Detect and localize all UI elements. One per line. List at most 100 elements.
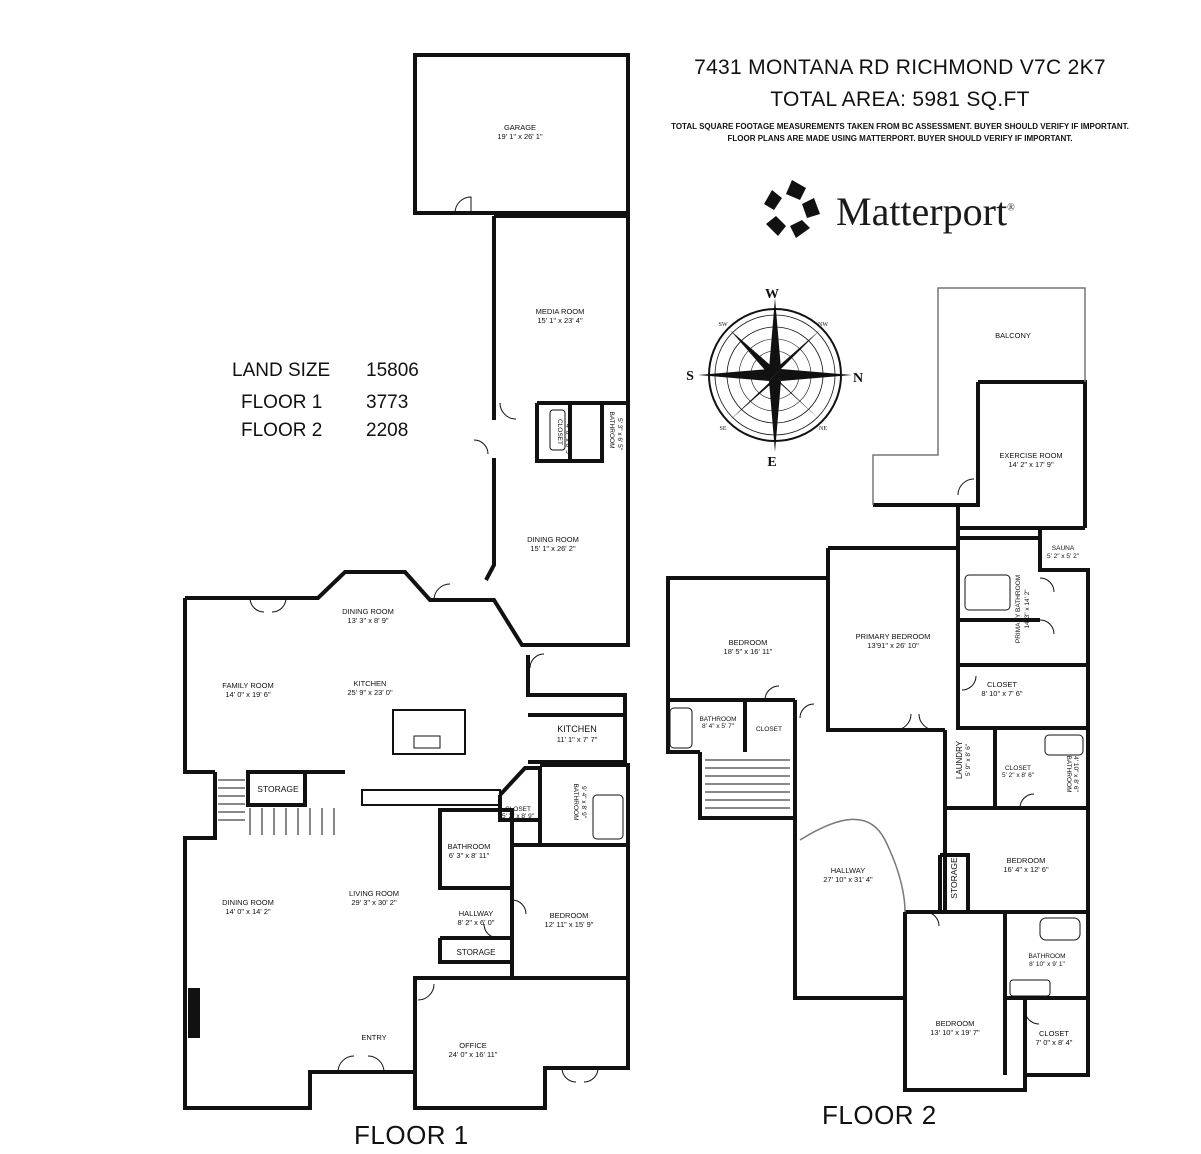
room-hallway2-name: HALLWAY [831,866,865,875]
room-closet-primary-dims: 8' 10" x 7' 6" [981,689,1022,698]
compass-s: S [686,369,694,384]
room-bedroom-f2-1-dims: 18' 5" x 16' 11" [724,647,773,656]
bathtub-icons [549,409,1084,997]
room-living-name: LIVING ROOM [349,889,399,898]
doors-floor-2 [764,478,1055,1025]
room-family-name: FAMILY ROOM [222,681,273,690]
hallway-curve [799,818,906,913]
balcony-outline [872,287,1086,505]
room-bath-mid-dims: 9' 4" x 8' 9" [580,786,587,819]
room-dining-center-name: DINING ROOM [342,607,394,616]
room-bath-b3-dims: 8' 10" x 9' 1" [1029,961,1065,968]
compass-n: N [853,371,863,386]
total-area: TOTAL AREA: 5981 SQ.FT [770,88,1030,111]
room-bath-right-name: BATHROOM [1065,755,1072,792]
compass-w: W [765,287,779,302]
room-hallway2-dims: 27' 10" x 31' 4" [823,875,873,884]
room-bedroom1-name: BEDROOM [550,911,589,920]
room-sauna-dims: 5' 2" x 5' 2" [1047,553,1080,560]
stairs-floor-2 [705,759,790,809]
stairs-floor-1 [218,779,335,835]
room-closet-laundry-dims: 5' 2" x 8' 6" [1002,772,1035,779]
room-closet-primary-name: CLOSET [987,680,1017,689]
floor-1-walls [183,53,630,1110]
disclaimer-line-1: TOTAL SQUARE FOOTAGE MEASUREMENTS TAKEN … [671,122,1129,131]
room-family-dims: 14' 0" x 19' 6" [225,690,271,699]
room-dining-right-dims: 15' 1" x 26' 2" [530,544,576,553]
disclaimer-line-2: FLOOR PLANS ARE MADE USING MATTERPORT. B… [727,134,1073,143]
compass-rose-icon: W E S N SW NW SE NE [686,287,863,470]
room-kitchen-dims: 25' 9" x 23' 0" [347,688,393,697]
compass-ne: NE [819,426,827,432]
room-hallway1-dims: 8' 2" x 6' 0" [458,918,495,927]
room-closet-b1-name: CLOSET [756,726,782,733]
doors-floor-1 [249,196,599,1083]
stat-value-land: 15806 [366,360,419,381]
room-entry-name: ENTRY [361,1033,386,1042]
room-bath-right-dims: 4' 10" x 8' 6" [1072,756,1079,792]
room-sauna-name: SAUNA [1052,545,1075,552]
floor-1-label: FLOOR 1 [354,1120,469,1150]
room-closet-mid-name: CLOSET [505,806,531,813]
room-primary-bath-name: PRIMARY BATHROOM [1015,575,1022,643]
stat-label-land: LAND SIZE [232,360,331,381]
room-exercise-name: EXERCISE ROOM [999,451,1062,460]
room-closet-b3-name: CLOSET [1039,1029,1069,1038]
stat-label-floor1: FLOOR 1 [241,392,323,413]
kitchen-island [392,709,466,755]
room-garage-dims: 19' 1" x 26' 1" [497,132,543,141]
room-bedroom-f2-1-name: BEDROOM [729,638,768,647]
room-bath-b3-name: BATHROOM [1028,953,1065,960]
room-kitchen2-name: KITCHEN [557,724,597,734]
room-bath-top-name: BATHROOM [608,411,615,448]
logo-wordmark: Matterport [836,189,1008,234]
room-garage-name: GARAGE [504,123,536,132]
room-bedroom1-dims: 12' 11" x 15' 9" [545,920,594,929]
room-office-dims: 24' 0" x 16' 11" [449,1050,498,1059]
room-bath-b1-dims: 8' 4" x 5' 7" [702,723,735,730]
room-bedroom-f2-3-dims: 13' 10" x 19' 7" [930,1028,980,1037]
address-title: 7431 MONTANA RD RICHMOND V7C 2K7 [694,56,1106,79]
stat-value-floor2: 2208 [366,420,409,441]
compass-se: SE [719,426,726,432]
compass-nw: NW [818,322,828,328]
room-bath-top-dims: 5' 3" x 6' 5" [616,418,623,451]
room-media-dims: 15' 1" x 23' 4" [537,316,583,325]
sink-icon [413,735,441,749]
room-primary-bed-dims: 13'91" x 26' 10" [867,641,919,650]
room-storage1-name: STORAGE [257,784,299,794]
room-laundry-dims: 5' 9" x 8' 6" [965,743,972,776]
room-bath-mid-name: BATHROOM [572,783,579,820]
room-media-name: MEDIA ROOM [536,307,585,316]
room-office-name: OFFICE [459,1041,487,1050]
room-dining-center-dims: 13' 3" x 8' 9" [347,616,388,625]
room-kitchen2-dims: 11' 1" x 7' 7" [557,735,598,744]
room-bath-small-name: BATHROOM [448,842,491,851]
compass-sw: SW [719,322,728,328]
room-bedroom-f2-3-name: BEDROOM [936,1019,975,1028]
stat-value-floor1: 3773 [366,392,409,413]
room-hallway1-name: HALLWAY [459,909,493,918]
floor-2-label: FLOOR 2 [822,1100,937,1130]
room-kitchen-name: KITCHEN [354,679,387,688]
room-closet-laundry-name: CLOSET [1005,765,1031,772]
room-bath-b1-name: BATHROOM [699,716,736,723]
room-living-dims: 29' 3" x 30' 2" [351,898,397,907]
logo-registered-mark: ® [1007,202,1015,214]
room-exercise-dims: 14' 2" x 17' 9" [1008,460,1054,469]
room-closet-mid-dims: 5' 2" x 8' 9" [502,813,535,820]
floor-2-walls [666,380,1090,1092]
room-laundry-name: LAUNDRY [955,740,964,779]
matterport-logo-icon [764,180,820,238]
matterport-logo: Matterport® [760,178,1060,242]
room-storage2-name: STORAGE [457,948,496,957]
room-primary-bed-name: PRIMARY BEDROOM [856,632,931,641]
room-bedroom-f2-2-dims: 16' 4" x 12' 6" [1003,865,1049,874]
room-closet-top-dims: 4' 6" x 6' 5" [564,424,571,457]
room-storage-f2-name: STORAGE [949,857,959,899]
room-primary-bath-dims: 14' 3" x 14' 2" [1024,589,1031,629]
room-dining-right-name: DINING ROOM [527,535,579,544]
room-bath-small-dims: 6' 3" x 8' 11" [449,851,490,860]
room-bedroom-f2-2-name: BEDROOM [1007,856,1046,865]
compass-e: E [767,455,776,470]
